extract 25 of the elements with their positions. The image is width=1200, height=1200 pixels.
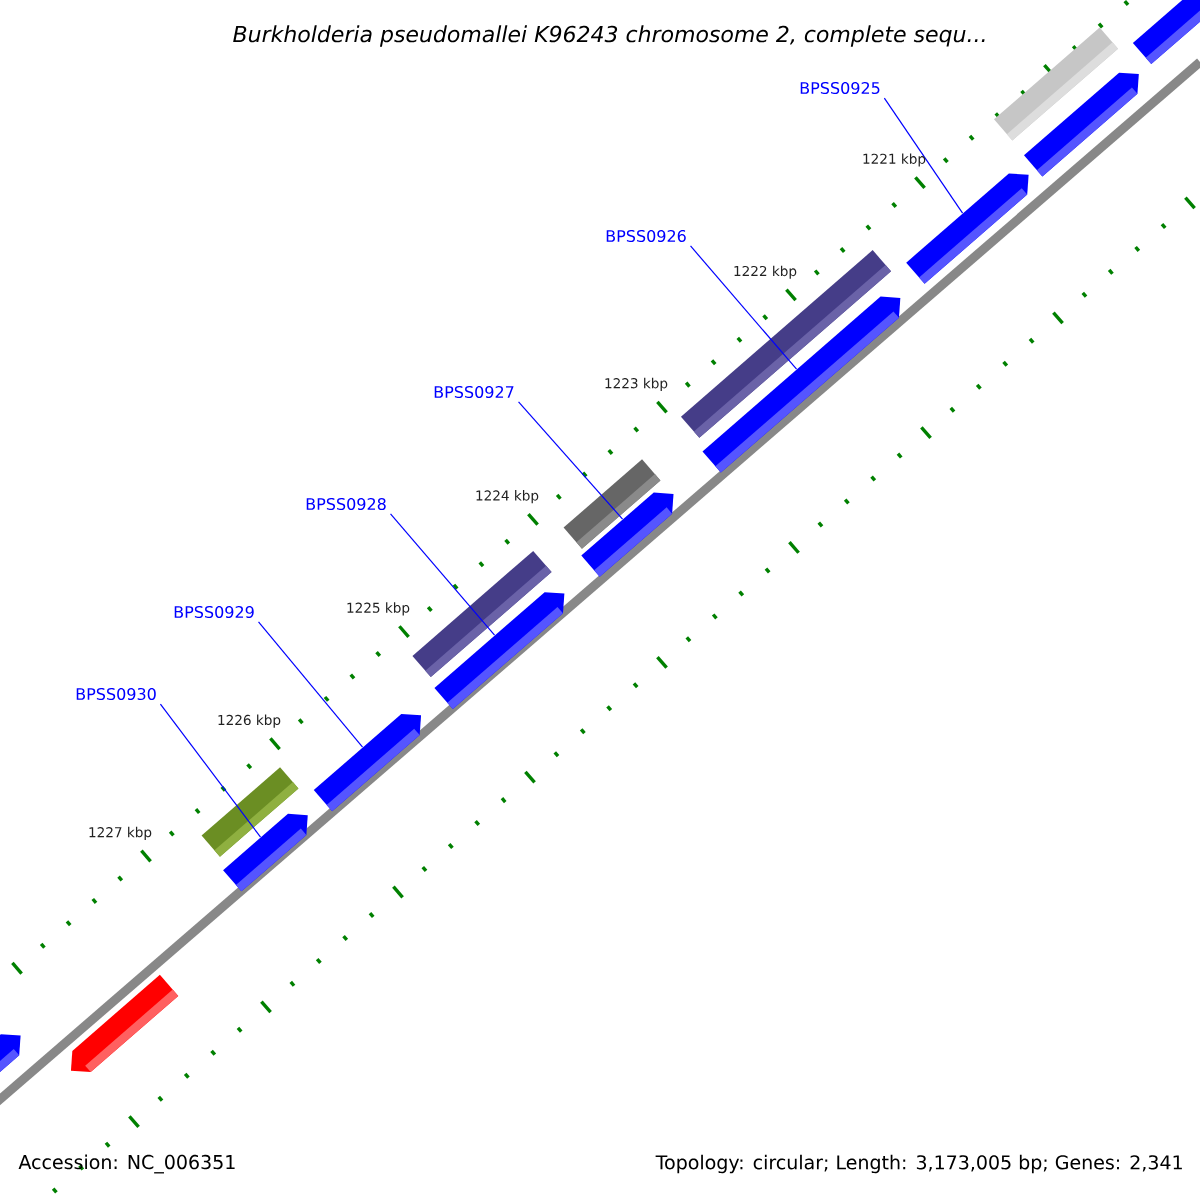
gene-label: BPSS0925 [800, 81, 880, 95]
leader-line [159, 703, 262, 838]
gene-label: BPSS0929 [174, 605, 254, 619]
gene-feature [313, 714, 422, 812]
accession-text: Accession: NC_006351 [18, 1154, 235, 1174]
gene-label: BPSS0926 [606, 229, 686, 243]
leader-line [689, 245, 798, 370]
leader-line [517, 401, 624, 520]
gene-feature [702, 296, 901, 473]
gene-feature [223, 813, 308, 892]
gene-feature [0, 1034, 21, 1075]
gene-label: BPSS0927 [434, 385, 514, 399]
gene-feature [70, 974, 179, 1072]
gene-feature [1024, 72, 1139, 177]
gene-label: BPSS0930 [76, 687, 156, 701]
title: Burkholderia pseudomallei K96243 chromosome 2, complete sequ... [233, 25, 985, 47]
gene-label: BPSS0928 [306, 497, 386, 511]
gene-feature [434, 592, 565, 710]
summary-text: Topology: circular; Length: 3,173,005 bp; Genes: 2,341 [655, 1154, 1182, 1174]
gene-feature [581, 492, 674, 577]
leader-line [389, 513, 496, 636]
leader-line [883, 97, 964, 214]
gene-feature [1132, 0, 1200, 65]
leader-line [257, 621, 364, 748]
gene-feature [906, 173, 1029, 284]
